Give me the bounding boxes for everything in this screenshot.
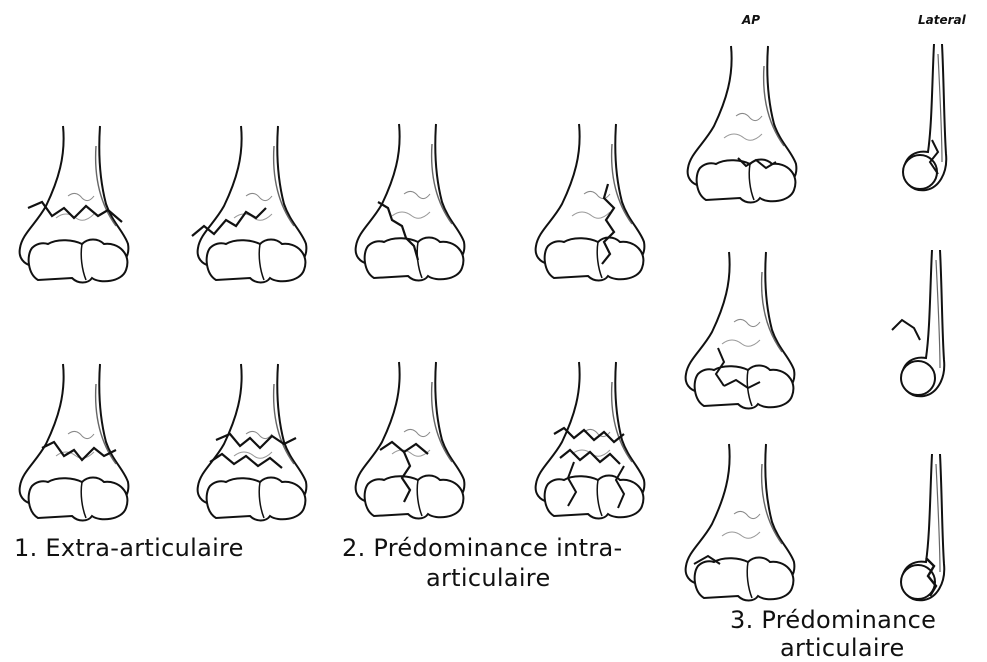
- caption-group-2-line1: 2. Prédominance intra-: [342, 536, 623, 560]
- bone-1d: [198, 364, 307, 521]
- bone-2a: [356, 124, 465, 281]
- ap-view-label: AP: [742, 14, 760, 26]
- bone-2d: [536, 362, 645, 519]
- bone-3a-lateral: [903, 44, 946, 190]
- bone-3c-lateral: [901, 454, 944, 600]
- caption-group-2-line2: articulaire: [426, 566, 551, 590]
- caption-group-3-line1: 3. Prédominance: [730, 608, 936, 632]
- bone-3b-ap: [686, 252, 795, 409]
- bone-3c-ap: [686, 444, 795, 601]
- bone-1a: [20, 126, 129, 283]
- bone-3b-lateral: [892, 250, 944, 396]
- lateral-view-label: Lateral: [918, 14, 966, 26]
- bone-2c: [356, 362, 465, 519]
- bone-2b: [536, 124, 645, 281]
- caption-group-1: 1. Extra-articulaire: [14, 536, 244, 560]
- bone-3a-ap: [688, 46, 797, 203]
- bone-1c: [20, 364, 129, 521]
- caption-group-3-line2: articulaire: [780, 636, 905, 660]
- bone-1b: [192, 126, 306, 283]
